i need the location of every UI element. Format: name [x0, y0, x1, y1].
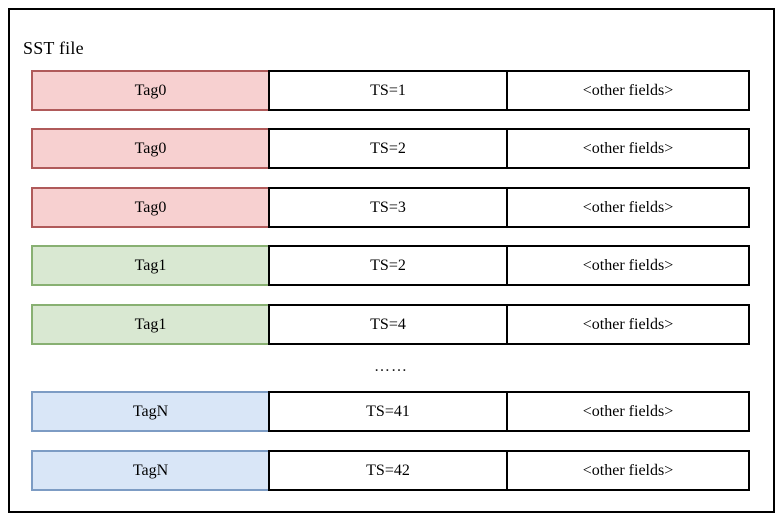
table-row: Tag0 TS=2 <other fields>: [31, 128, 752, 169]
table-row: Tag1 TS=4 <other fields>: [31, 304, 752, 345]
tag-cell: Tag0: [31, 187, 270, 228]
table-row: TagN TS=42 <other fields>: [31, 450, 752, 491]
tag-cell: Tag1: [31, 245, 270, 286]
tag-cell: Tag0: [31, 70, 270, 111]
other-fields-cell: <other fields>: [506, 187, 750, 228]
table-row: Tag1 TS=2 <other fields>: [31, 245, 752, 286]
ellipsis-text: ……: [374, 358, 408, 375]
other-fields-cell: <other fields>: [506, 245, 750, 286]
other-fields-cell: <other fields>: [506, 450, 750, 491]
tag-cell: Tag0: [31, 128, 270, 169]
other-fields-cell: <other fields>: [506, 128, 750, 169]
tag-cell: TagN: [31, 391, 270, 432]
timestamp-cell: TS=2: [268, 245, 508, 286]
timestamp-cell: TS=4: [268, 304, 508, 345]
timestamp-cell: TS=42: [268, 450, 508, 491]
other-fields-cell: <other fields>: [506, 391, 750, 432]
timestamp-cell: TS=1: [268, 70, 508, 111]
ellipsis-separator: ……: [271, 358, 511, 376]
table-row: Tag0 TS=3 <other fields>: [31, 187, 752, 228]
tag-cell: TagN: [31, 450, 270, 491]
sst-file-label: SST file: [23, 38, 84, 58]
other-fields-cell: <other fields>: [506, 304, 750, 345]
timestamp-cell: TS=3: [268, 187, 508, 228]
table-row: TagN TS=41 <other fields>: [31, 391, 752, 432]
timestamp-cell: TS=2: [268, 128, 508, 169]
timestamp-cell: TS=41: [268, 391, 508, 432]
tag-cell: Tag1: [31, 304, 270, 345]
other-fields-cell: <other fields>: [506, 70, 750, 111]
table-row: Tag0 TS=1 <other fields>: [31, 70, 752, 111]
